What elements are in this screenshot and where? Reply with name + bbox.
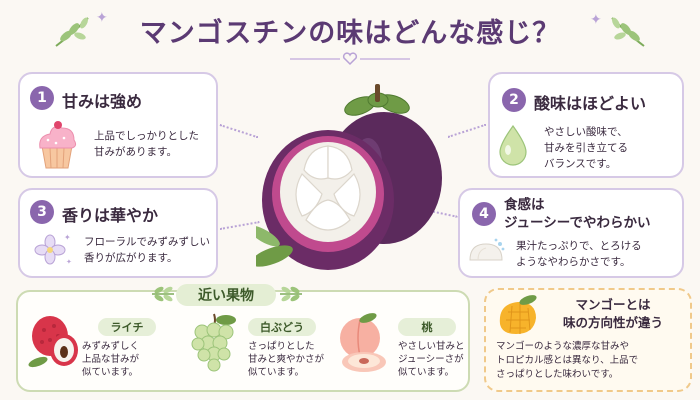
similar-fruits-label: 近い果物 bbox=[176, 284, 276, 306]
point-number: 4 bbox=[472, 202, 496, 226]
svg-text:✦: ✦ bbox=[66, 258, 72, 266]
svg-text:✦: ✦ bbox=[64, 233, 71, 242]
lychee-icon bbox=[28, 316, 78, 368]
cupcake-icon bbox=[39, 121, 77, 169]
point-title: 食感は ジューシーでやわらかい bbox=[504, 197, 651, 231]
point-title: 酸味はほどよい bbox=[534, 94, 647, 113]
mango-icon bbox=[499, 295, 537, 334]
leaf-left-icon bbox=[55, 17, 89, 47]
title-row: マンゴスチンの味はどんな感じ？ bbox=[0, 8, 700, 52]
leaf-right-icon bbox=[280, 286, 302, 302]
mangosteen-icon bbox=[256, 84, 442, 270]
point-card-4 bbox=[458, 188, 684, 278]
similar-fruits-panel bbox=[16, 290, 470, 392]
fruit-name-lychee: ライチ bbox=[98, 318, 156, 336]
point-desc: 果汁たっぷりで、とろける ようなやわらかさです。 bbox=[516, 240, 642, 268]
point-title: 甘みは強め bbox=[62, 92, 143, 111]
sparkle-icon: ✦ bbox=[590, 12, 602, 28]
drop-icon bbox=[499, 124, 527, 166]
point-title: 香りは華やか bbox=[62, 206, 159, 225]
mango-desc: マンゴーのような濃厚な甘みや トロピカル感とは異なり、上品で さっぱりとした味わ… bbox=[496, 341, 639, 380]
fruit-desc: みずみずしく 上品な甘みが 似ています。 bbox=[82, 341, 140, 378]
peach-icon bbox=[340, 313, 386, 372]
point-desc: フローラルでみずみずしい 香りが広がります。 bbox=[84, 236, 210, 264]
sparkle-icon: ✦ bbox=[96, 10, 108, 26]
leaf-left-icon bbox=[152, 286, 174, 302]
fruit-desc: さっぱりとした 甘みと爽やかさが 似ています。 bbox=[248, 341, 325, 378]
heart-divider-icon bbox=[290, 52, 410, 66]
flower-icon: ✦ ✦ bbox=[34, 233, 72, 266]
fruit-flesh-icon bbox=[469, 238, 505, 261]
fruit-desc: やさしい甘みと ジューシーさが 似ています。 bbox=[398, 341, 465, 378]
connector-line bbox=[219, 221, 260, 230]
point-desc: やさしい酸味で、 甘みを引き立てる バランスです。 bbox=[544, 126, 628, 170]
fruit-name-peach: 桃 bbox=[398, 318, 456, 336]
mango-title: マンゴーとは 味の方向性が違う bbox=[562, 297, 663, 330]
fruit-name-grape: 白ぶどう bbox=[248, 318, 316, 336]
point-desc: 上品でしっかりとした 甘みがあります。 bbox=[94, 130, 199, 158]
page-title: マンゴスチンの味はどんな感じ？ bbox=[139, 17, 561, 49]
point-number: 3 bbox=[30, 200, 54, 224]
point-number: 2 bbox=[502, 88, 526, 112]
grape-icon bbox=[191, 313, 236, 372]
leaf-right-icon bbox=[611, 17, 645, 47]
connector-line bbox=[219, 124, 259, 139]
point-number: 1 bbox=[30, 86, 54, 110]
